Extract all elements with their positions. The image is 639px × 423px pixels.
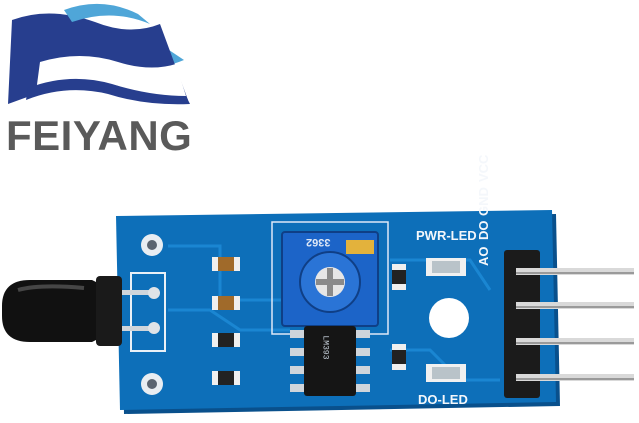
pin-label-do: DO xyxy=(476,220,491,241)
ir-flame-sensor xyxy=(2,276,160,346)
power-led-label: PWR-LED xyxy=(416,228,477,243)
status-leds xyxy=(426,258,466,382)
chip-marking: LM393 xyxy=(320,335,330,360)
comparator-chip xyxy=(290,326,370,396)
output-led-label: DO-LED xyxy=(418,392,468,407)
pin-label-gnd: GND xyxy=(476,187,491,216)
pin-label-vcc: VCC xyxy=(476,154,491,182)
brand-name: FEIYANG xyxy=(6,112,193,159)
pin-label-ao: AO xyxy=(476,246,491,267)
smd-components xyxy=(212,257,406,385)
pin-header xyxy=(504,250,634,398)
feiyang-wing-logo xyxy=(8,3,190,105)
potentiometer-marking: 3362 xyxy=(306,236,331,248)
